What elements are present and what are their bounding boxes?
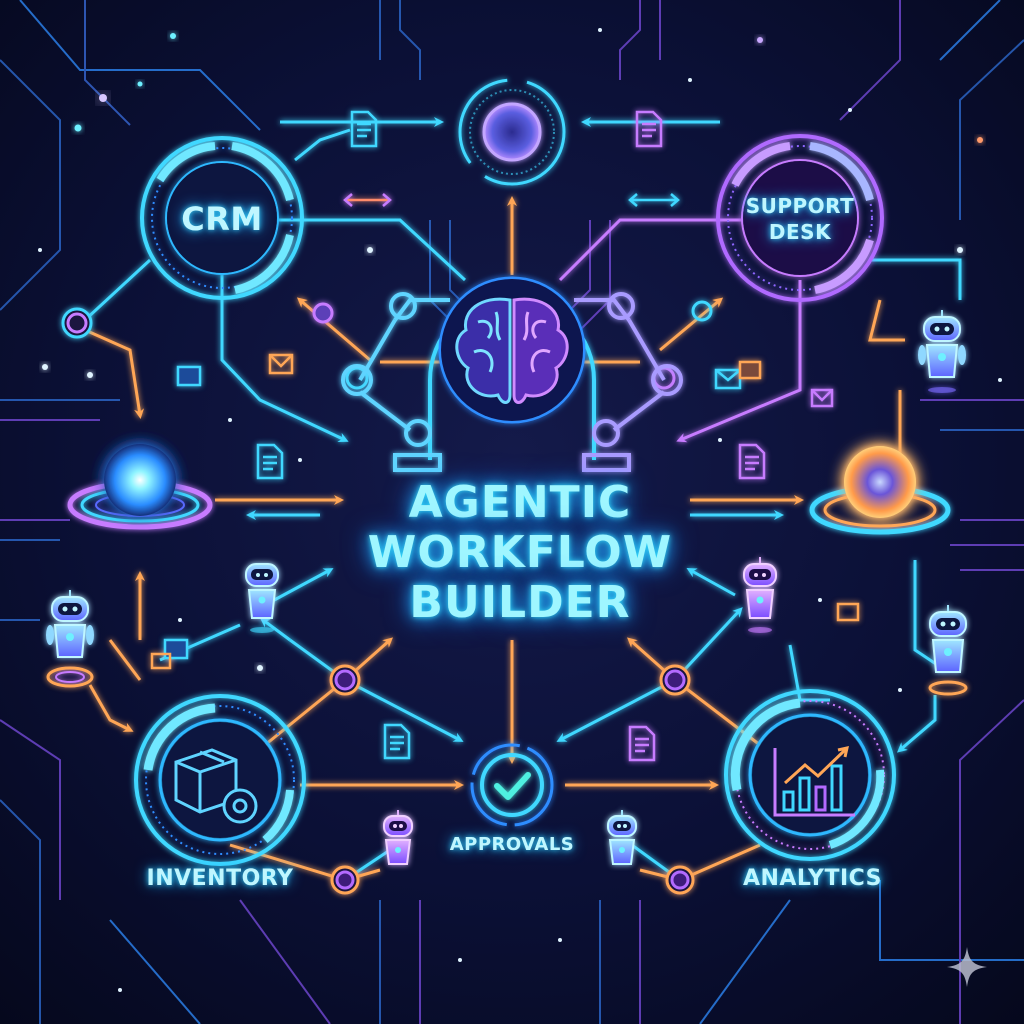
support-desk-label: SUPPORT DESK	[735, 193, 865, 245]
envelope-icon	[738, 360, 762, 380]
envelope-icon	[150, 652, 172, 670]
envelope-icon	[176, 365, 202, 387]
right-orb-node[interactable]	[809, 446, 951, 535]
title-line-1: AGENTIC	[408, 477, 632, 528]
brain-node[interactable]	[341, 276, 683, 472]
support-desk-label-line2: DESK	[768, 220, 832, 244]
document-icon	[256, 443, 284, 480]
document-icon	[628, 725, 656, 762]
robot-agents[interactable]	[46, 310, 968, 865]
support-desk-label-line1: SUPPORT	[745, 194, 855, 218]
inventory-node[interactable]	[134, 694, 306, 866]
sparkle-icon	[947, 947, 987, 987]
analytics-label: ANALYTICS	[742, 866, 883, 891]
analytics-node[interactable]	[724, 689, 896, 861]
robot-icon	[918, 310, 966, 393]
robot-icon	[383, 810, 413, 865]
document-icon	[383, 723, 411, 760]
envelope-icon	[268, 353, 294, 375]
bidirectional-arrow-icon	[628, 193, 680, 207]
crm-node[interactable]	[140, 136, 304, 300]
title-line-2: WORKFLOW	[367, 527, 673, 578]
inventory-label: INVENTORY	[146, 866, 294, 891]
envelope-icon	[810, 388, 834, 408]
junction-node	[312, 302, 334, 324]
bar-chart-trend-icon	[773, 746, 855, 817]
glowing-orb-icon	[482, 102, 542, 162]
robot-icon	[928, 605, 968, 696]
left-orb-node[interactable]	[67, 444, 213, 530]
envelope-icon	[836, 602, 860, 622]
robot-arm-left-icon	[341, 292, 450, 472]
approvals-label: APPROVALS	[449, 834, 575, 855]
title-line-3: BUILDER	[409, 577, 631, 628]
approvals-node[interactable]	[470, 743, 554, 827]
brain-icon	[455, 297, 569, 404]
connection-lines	[83, 117, 962, 882]
page-title: AGENTIC WORKFLOW BUILDER	[300, 478, 740, 628]
robot-icon	[607, 810, 637, 865]
bidirectional-arrow-icon	[343, 193, 392, 207]
top-hub-node[interactable]	[458, 78, 566, 186]
box-with-gear-icon	[174, 748, 258, 824]
document-icon	[635, 110, 663, 148]
envelope-icon	[163, 638, 189, 660]
robot-arm-right-icon	[574, 292, 683, 472]
document-icon	[738, 443, 766, 480]
junction-nodes[interactable]	[61, 300, 713, 895]
floating-icons	[150, 110, 860, 762]
robot-icon	[46, 590, 94, 688]
blue-energy-orb-icon	[104, 444, 176, 516]
junction-node	[691, 300, 713, 322]
orange-energy-orb-icon	[844, 446, 916, 518]
robot-icon	[743, 557, 777, 633]
crm-label: CRM	[181, 200, 263, 238]
robot-icon	[245, 563, 279, 633]
support-desk-node[interactable]	[716, 134, 884, 302]
checkmark-icon	[494, 772, 531, 800]
document-icon	[350, 110, 378, 148]
